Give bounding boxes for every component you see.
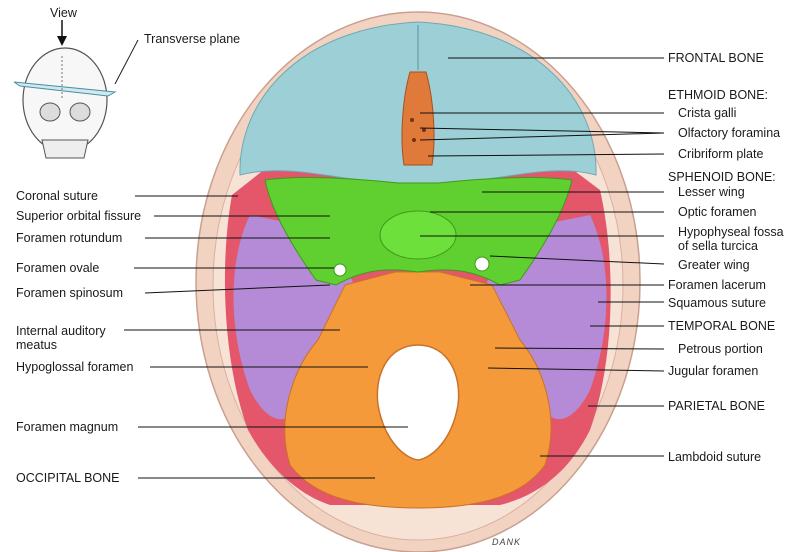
label-foramen-lacerum: Foramen lacerum bbox=[668, 278, 766, 292]
olfactory-dot-3 bbox=[412, 138, 416, 142]
label-internal-auditory-meatus: Internal auditory meatus bbox=[16, 324, 106, 352]
crista-galli-region bbox=[401, 71, 435, 166]
label-coronal-suture: Coronal suture bbox=[16, 189, 98, 203]
leader-lines-left bbox=[124, 195, 408, 479]
label-hypophyseal-fossa: Hypophyseal fossa of sella turcica bbox=[678, 225, 784, 253]
label-optic-foramen: Optic foramen bbox=[678, 205, 757, 219]
label-hypoglossal-foramen: Hypoglossal foramen bbox=[16, 360, 134, 374]
label-occipital-bone: OCCIPITAL BONE bbox=[16, 471, 120, 485]
label-squamous-suture: Squamous suture bbox=[668, 296, 766, 310]
label-olfactory-foramina: Olfactory foramina bbox=[678, 126, 781, 140]
label-crista-galli: Crista galli bbox=[678, 106, 737, 120]
label-lambdoid-suture: Lambdoid suture bbox=[668, 450, 762, 464]
label-foramen-ovale: Foramen ovale bbox=[16, 261, 100, 275]
artist-signature: DANK bbox=[492, 537, 522, 547]
label-ethmoid-bone: ETHMOID BONE: bbox=[668, 88, 769, 102]
label-foramen-spinosum: Foramen spinosum bbox=[16, 286, 123, 300]
label-foramen-rotundum: Foramen rotundum bbox=[16, 231, 123, 245]
label-cribriform-plate: Cribriform plate bbox=[678, 147, 764, 161]
label-greater-wing: Greater wing bbox=[678, 258, 750, 272]
sella-turcica bbox=[379, 210, 457, 260]
leader-lines-right bbox=[419, 57, 665, 457]
label-frontal-bone: FRONTAL BONE bbox=[668, 51, 764, 65]
label-lesser-wing: Lesser wing bbox=[678, 185, 745, 199]
foramen-ovale-left-hole bbox=[333, 263, 347, 277]
label-superior-orbital-fissure: Superior orbital fissure bbox=[16, 209, 142, 223]
foramen-ovale-right-hole bbox=[474, 256, 490, 272]
inset-view-label: View bbox=[50, 6, 77, 20]
label-temporal-bone: TEMPORAL BONE bbox=[668, 319, 776, 333]
inset-skull bbox=[13, 20, 139, 159]
label-foramen-magnum: Foramen magnum bbox=[16, 420, 119, 434]
inset-plane-label: Transverse plane bbox=[144, 32, 241, 46]
olfactory-dot-1 bbox=[410, 118, 414, 122]
label-sphenoid-bone: SPHENOID BONE: bbox=[668, 170, 776, 184]
olfactory-dot-2 bbox=[422, 128, 426, 132]
label-parietal-bone: PARIETAL BONE bbox=[668, 399, 766, 413]
label-petrous-portion: Petrous portion bbox=[678, 342, 763, 356]
label-jugular-foramen: Jugular foramen bbox=[668, 364, 759, 378]
foramen-magnum-hole bbox=[376, 344, 460, 461]
